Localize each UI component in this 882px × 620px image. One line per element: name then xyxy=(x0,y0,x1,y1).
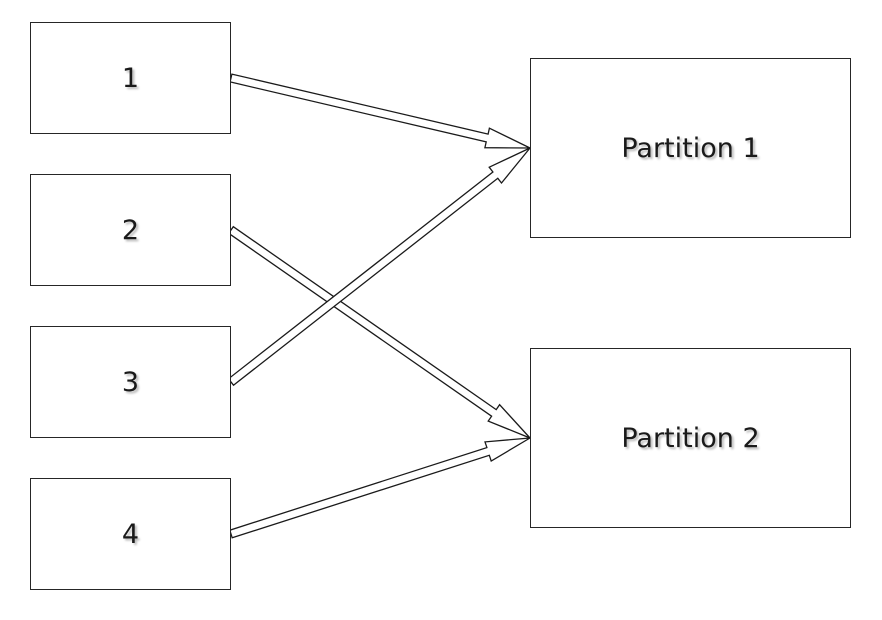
source-box-1: 1 xyxy=(30,22,231,134)
arrow-4-to-partition-2 xyxy=(228,437,531,539)
source-box-2: 2 xyxy=(30,174,231,286)
partition-label-2: Partition 2 xyxy=(621,422,760,454)
partition-box-2: Partition 2 xyxy=(530,348,851,528)
source-label-4: 4 xyxy=(121,518,140,550)
arrow-group xyxy=(227,73,531,539)
arrow-1-to-partition-1 xyxy=(229,73,531,149)
source-label-2: 2 xyxy=(121,214,140,246)
source-box-3: 3 xyxy=(30,326,231,438)
source-label-3: 3 xyxy=(121,366,140,398)
arrow-2-to-partition-2 xyxy=(227,225,531,439)
partition-box-1: Partition 1 xyxy=(530,58,851,238)
arrow-3-to-partition-1 xyxy=(227,147,531,387)
source-box-4: 4 xyxy=(30,478,231,590)
partition-label-1: Partition 1 xyxy=(621,132,760,164)
source-label-1: 1 xyxy=(121,62,140,94)
